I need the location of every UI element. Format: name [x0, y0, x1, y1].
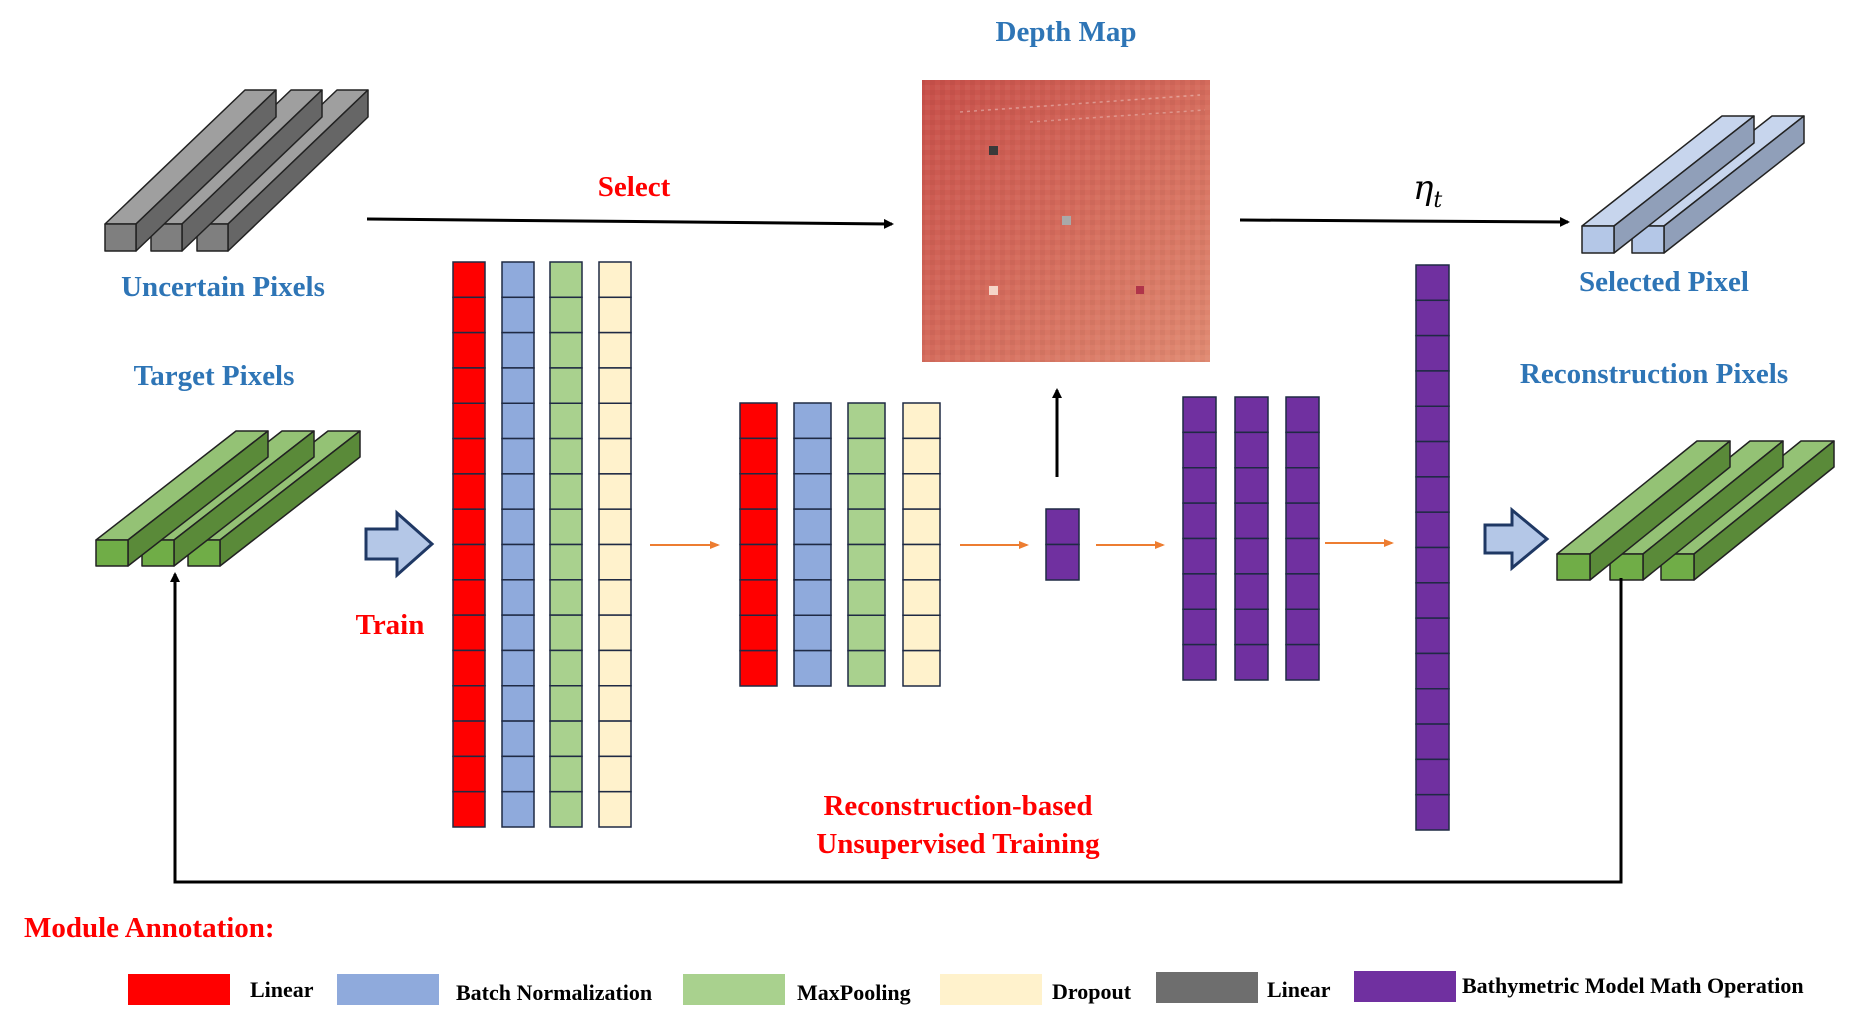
decoder-column-3	[1285, 396, 1320, 681]
target-pixel-prism-1	[95, 430, 269, 567]
legend-label-maxpooling: MaxPooling	[797, 980, 911, 1005]
eta-t-label: ηt	[1413, 168, 1443, 213]
legend-swatch-batch-normalization	[337, 974, 439, 1005]
legend-label-linear: Linear	[250, 977, 314, 1002]
depth-map-pixel-red	[1136, 286, 1144, 294]
module-annotation-heading: Module Annotation:	[24, 912, 275, 944]
encoder1-batchnorm-column	[501, 261, 535, 828]
encoder1-dropout-column	[598, 261, 632, 828]
feedback-loop-arrow	[170, 572, 1623, 884]
training-caption-line1: Reconstruction-based	[823, 790, 1093, 822]
output-column	[1415, 264, 1450, 831]
legend-label-dropout: Dropout	[1052, 979, 1132, 1004]
uncertain-pixels-label: Uncertain Pixels	[121, 271, 325, 303]
train-block-arrow	[364, 509, 435, 579]
train-label: Train	[355, 609, 425, 641]
legend-swatch-gray-linear	[1156, 972, 1258, 1003]
legend-label-gray-linear: Linear	[1267, 977, 1331, 1002]
encoder2-linear-column	[739, 402, 778, 687]
reconstruction-pixels-label: Reconstruction Pixels	[1519, 358, 1789, 390]
depth-map-pixel-gray	[1062, 216, 1071, 225]
pixel-prisms	[95, 89, 1835, 581]
depth-map-pixel-light	[989, 286, 998, 295]
reconstruction-pixel-prism-1	[1556, 440, 1731, 581]
selected-pixel-label: Selected Pixel	[1579, 266, 1749, 298]
legend-label-batch-normalization: Batch Normalization	[456, 980, 653, 1005]
select-label: Select	[597, 171, 671, 203]
encoder2-dropout-column	[902, 402, 941, 687]
legend-swatch-dropout	[940, 974, 1042, 1005]
legend-swatch-maxpooling	[683, 974, 785, 1005]
uncertain-pixel-prism-1	[104, 89, 277, 252]
target-pixels-label: Target Pixels	[133, 360, 295, 392]
encoder2-batchnorm-column	[793, 402, 832, 687]
bottleneck-column	[1045, 508, 1080, 581]
decoder-column-1	[1182, 396, 1217, 681]
depth-map	[922, 80, 1210, 362]
legend-label-bathymetric: Bathymetric Model Math Operation	[1462, 973, 1804, 998]
legend-swatch-bathymetric	[1354, 971, 1456, 1002]
legend-swatch-linear	[128, 974, 230, 1005]
encoder2-maxpool-column	[847, 402, 886, 687]
depth-map-pixel-dark	[989, 146, 998, 155]
decoder-column-2	[1234, 396, 1269, 681]
training-caption-line2: Unsupervised Training	[816, 828, 1100, 860]
select-arrow	[366, 217, 894, 229]
reconstruct-block-arrow	[1483, 506, 1550, 572]
network-columns	[452, 261, 1450, 831]
depth-map-title: Depth Map	[995, 16, 1137, 48]
encoder1-linear-column	[452, 261, 486, 828]
encoder1-maxpool-column	[549, 261, 583, 828]
eta-arrow	[1239, 216, 1570, 227]
selected-pixel-prism-1	[1581, 115, 1755, 254]
